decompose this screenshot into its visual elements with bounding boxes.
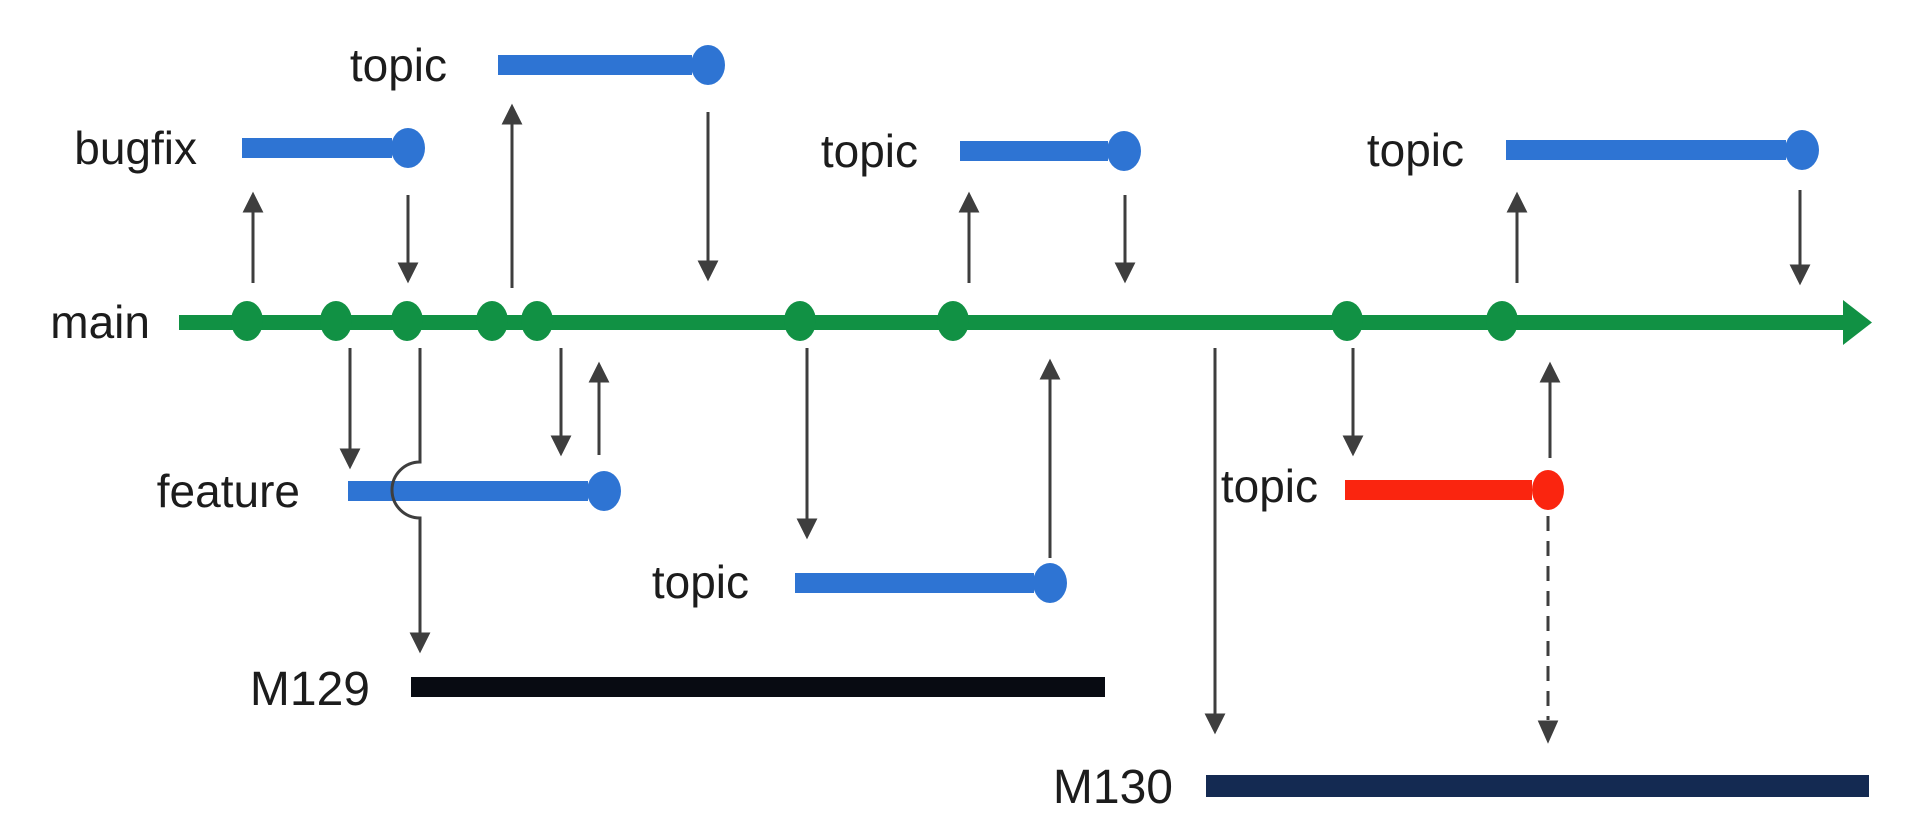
arrow-down-icon xyxy=(796,518,818,540)
arrow-topic-red-to-main xyxy=(1539,361,1561,458)
arrow-up-icon xyxy=(501,103,523,125)
arrow-topic-lower-to-main xyxy=(1039,358,1061,558)
branch-feature-head-dot xyxy=(587,471,621,511)
commit-dot xyxy=(320,301,352,341)
branch-topic-mid: topic xyxy=(821,125,1141,177)
arrow-main-to-m130 xyxy=(1204,348,1226,735)
arrow-up-icon xyxy=(1539,361,1561,383)
branch-topic-top-head-dot xyxy=(691,45,725,85)
arrow-feature-to-main xyxy=(588,361,610,455)
commit-dot xyxy=(784,301,816,341)
arrow-down-icon xyxy=(1789,264,1811,286)
branch-bugfix-head-dot xyxy=(391,128,425,168)
branch-topic-mid-head-dot xyxy=(1107,131,1141,171)
branch-topic-top-label: topic xyxy=(350,39,447,91)
arrow-down-icon xyxy=(550,435,572,457)
arrow-main-to-topic-right xyxy=(1506,191,1528,283)
commit-dot xyxy=(391,301,423,341)
arrow-main-to-feature xyxy=(339,348,361,470)
arrow-main-to-feature-update xyxy=(550,348,572,457)
arrow-down-icon xyxy=(397,262,419,284)
arrow-up-icon xyxy=(1506,191,1528,213)
branch-topic-lower: topic xyxy=(652,556,1067,608)
milestone-m129-label: M129 xyxy=(250,663,370,716)
branch-topic-red-label: topic xyxy=(1221,460,1318,512)
commit-dot xyxy=(231,301,263,341)
arrow-up-icon xyxy=(588,361,610,383)
arrow-topic-top-to-main xyxy=(697,112,719,282)
main-commit-dots xyxy=(231,301,1518,341)
branch-topic-red: topic xyxy=(1221,460,1564,512)
arrow-main-to-topic-red xyxy=(1342,348,1364,457)
main-branch-arrowhead-icon xyxy=(1843,300,1872,345)
arrow-main-to-m129 xyxy=(390,348,431,654)
milestone-m129-bar xyxy=(411,677,1105,697)
arrow-main-to-topic-lower xyxy=(796,348,818,540)
commit-dot xyxy=(937,301,969,341)
arrow-topic-red-to-m130-dashed xyxy=(1537,516,1559,744)
commit-dot xyxy=(1486,301,1518,341)
arrow-topic-mid-to-main xyxy=(1114,195,1136,284)
arrow-topic-right-to-main xyxy=(1789,190,1811,286)
branch-feature: feature xyxy=(157,465,621,517)
commit-dot xyxy=(1331,301,1363,341)
milestone-m130-bar xyxy=(1206,775,1869,797)
branch-topic-lower-head-dot xyxy=(1033,563,1067,603)
milestone-m130-label: M130 xyxy=(1053,761,1173,814)
arrow-down-icon xyxy=(1537,720,1559,744)
arrow-up-icon xyxy=(242,191,264,213)
commit-dot xyxy=(476,301,508,341)
branch-topic-right: topic xyxy=(1367,124,1819,176)
branch-bugfix: bugfix xyxy=(74,122,425,174)
milestone-m129: M129 xyxy=(250,663,1105,716)
arrow-down-icon xyxy=(1114,262,1136,284)
arrow-down-icon xyxy=(339,448,361,470)
arrow-down-icon xyxy=(409,632,431,654)
arrow-main-to-topic-top xyxy=(501,103,523,288)
branch-topic-right-head-dot xyxy=(1785,130,1819,170)
flow-arrows xyxy=(242,103,1811,744)
main-branch-label: main xyxy=(50,296,150,348)
arrow-main-to-topic-mid xyxy=(958,191,980,283)
arrow-up-icon xyxy=(958,191,980,213)
branch-topic-right-label: topic xyxy=(1367,124,1464,176)
arrow-down-icon xyxy=(697,260,719,282)
branch-topic-lower-label: topic xyxy=(652,556,749,608)
arrow-up-icon xyxy=(1039,358,1061,380)
branch-topic-mid-label: topic xyxy=(821,125,918,177)
branch-feature-label: feature xyxy=(157,465,300,517)
branch-bugfix-label: bugfix xyxy=(74,122,197,174)
arrow-main-to-bugfix xyxy=(242,191,264,283)
commit-dot xyxy=(521,301,553,341)
branch-topic-top: topic xyxy=(350,39,725,91)
milestone-m130: M130 xyxy=(1053,761,1869,814)
arrow-down-icon xyxy=(1204,713,1226,735)
branch-topic-red-head-dot xyxy=(1532,470,1564,510)
arrow-bugfix-to-main xyxy=(397,195,419,284)
arrow-down-icon xyxy=(1342,435,1364,457)
